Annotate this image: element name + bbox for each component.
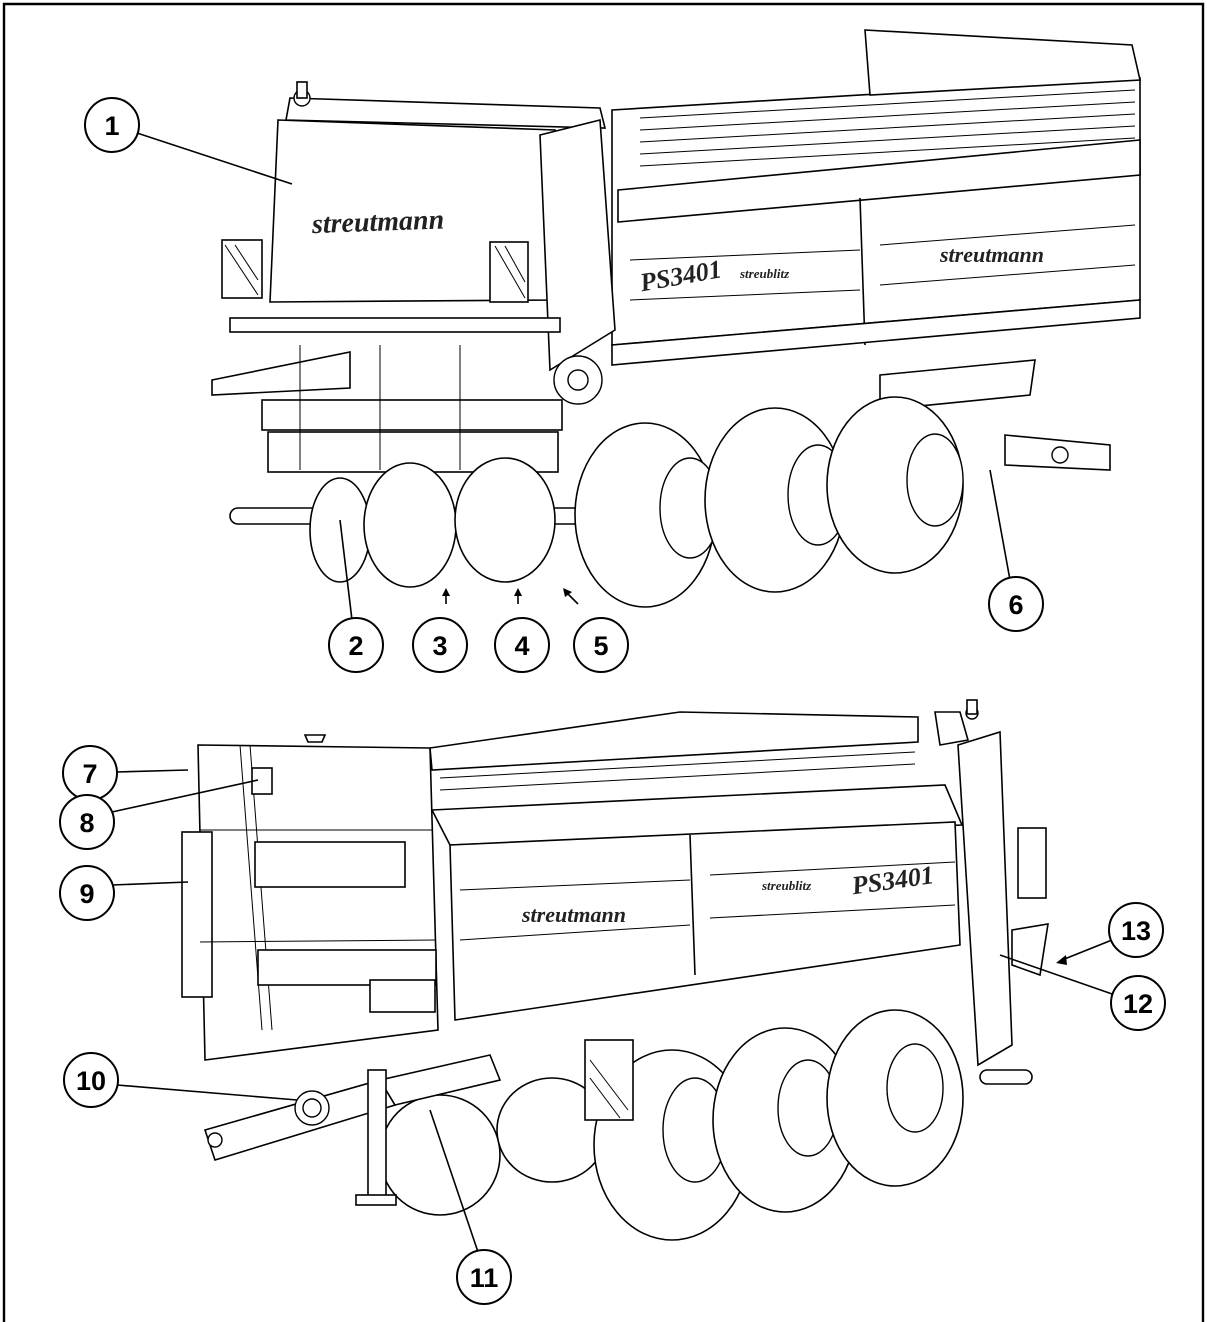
bottom-drawbar bbox=[203, 1054, 502, 1206]
callout-6 bbox=[988, 576, 1044, 632]
svg-text:6: 6 bbox=[1008, 590, 1023, 620]
bottom-callouts: 7 8 9 10 11 12 13 bbox=[59, 745, 1166, 1305]
svg-text:3: 3 bbox=[432, 631, 447, 661]
bottom-brand-side: streutmann bbox=[521, 902, 626, 927]
bottom-view: streutmann streublitz PS3401 bbox=[181, 699, 1049, 1241]
bottom-warning-plate bbox=[584, 1039, 634, 1121]
svg-text:9: 9 bbox=[79, 879, 94, 909]
callout-2 bbox=[328, 617, 384, 673]
callout-8 bbox=[59, 794, 115, 850]
svg-text:5: 5 bbox=[593, 631, 608, 661]
callout-9 bbox=[59, 865, 115, 921]
bottom-spreader-unit bbox=[957, 699, 1049, 1085]
bottom-sub-label: streublitz bbox=[761, 878, 812, 893]
top-spreader-unit bbox=[211, 81, 616, 473]
callout-12 bbox=[1110, 975, 1166, 1031]
bottom-front-wall bbox=[181, 734, 439, 1061]
svg-text:12: 12 bbox=[1123, 989, 1153, 1019]
callout-5 bbox=[573, 617, 629, 673]
callout-4 bbox=[494, 617, 550, 673]
top-callouts: 1 2 3 4 5 6 bbox=[84, 97, 1044, 673]
top-wheels bbox=[309, 396, 964, 608]
svg-text:1: 1 bbox=[104, 111, 119, 141]
svg-text:2: 2 bbox=[348, 631, 363, 661]
svg-text:4: 4 bbox=[514, 631, 529, 661]
bottom-wheels bbox=[379, 1009, 964, 1241]
top-sub-label: streublitz bbox=[739, 266, 790, 281]
top-brand-side: streutmann bbox=[939, 242, 1044, 267]
callout-1 bbox=[84, 97, 140, 153]
svg-text:11: 11 bbox=[470, 1263, 499, 1293]
svg-text:7: 7 bbox=[82, 759, 97, 789]
top-body bbox=[611, 29, 1141, 411]
callout-3 bbox=[412, 617, 468, 673]
svg-text:10: 10 bbox=[76, 1066, 106, 1096]
callout-13 bbox=[1108, 902, 1164, 958]
top-brand-front: streutmann bbox=[310, 204, 444, 240]
callout-11 bbox=[456, 1249, 512, 1305]
callout-10 bbox=[63, 1052, 119, 1108]
top-view: streutmann PS3401 streublitz streutmann bbox=[211, 29, 1141, 608]
svg-text:8: 8 bbox=[79, 808, 94, 838]
svg-text:13: 13 bbox=[1121, 916, 1151, 946]
bottom-body bbox=[429, 711, 970, 1021]
